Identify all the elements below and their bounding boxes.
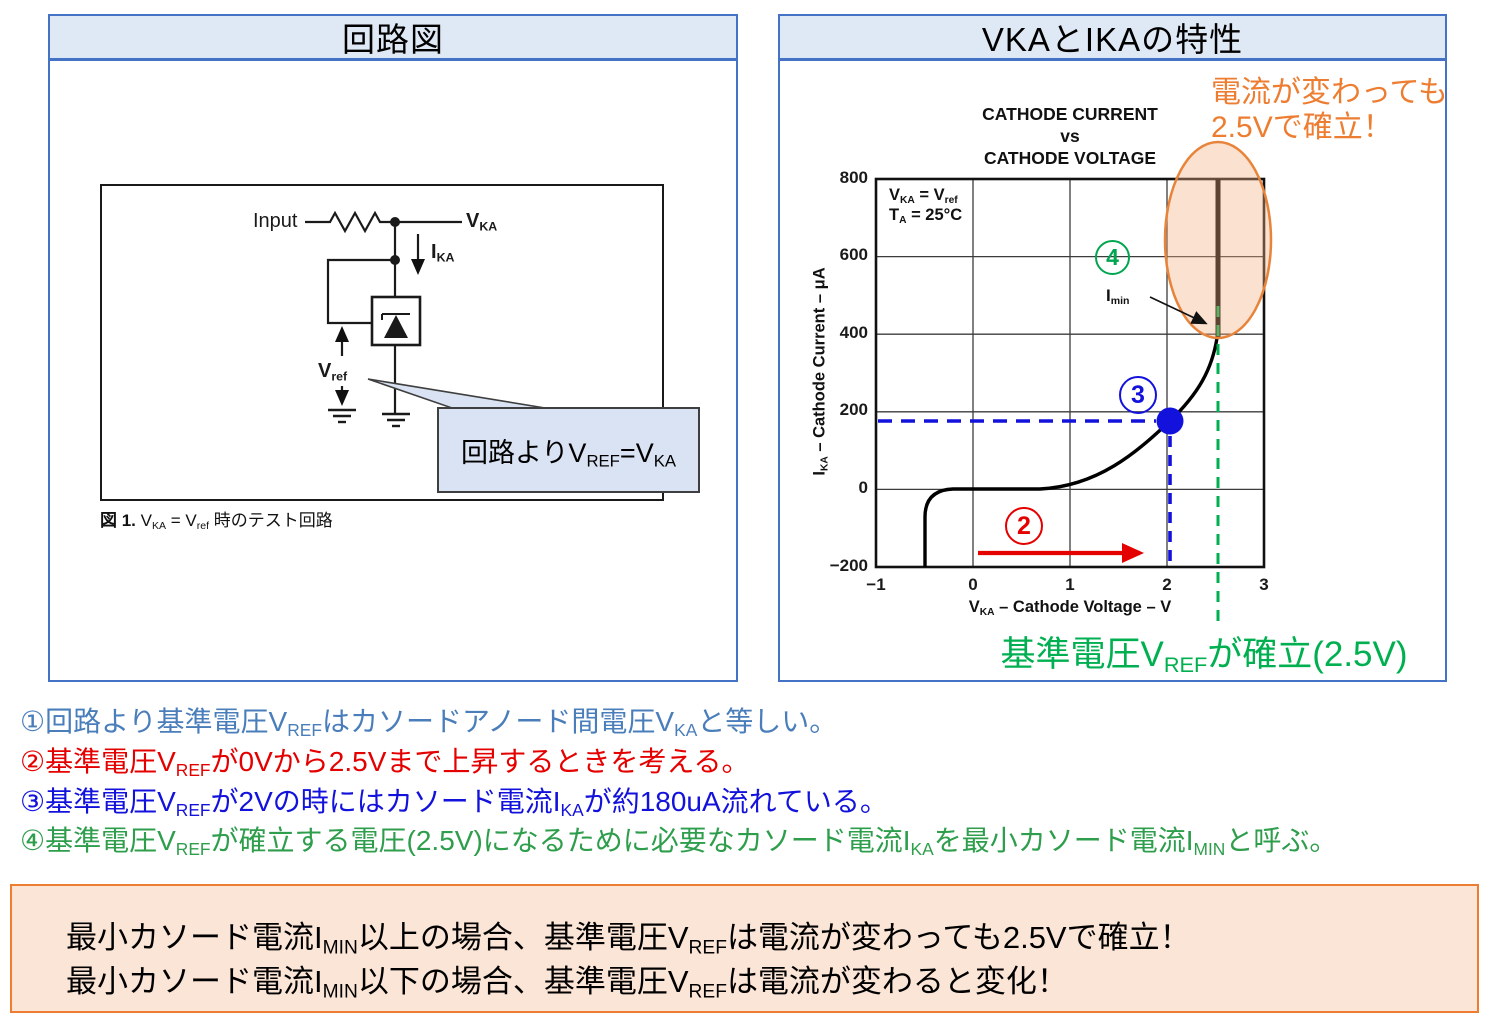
x-tick-0: 0	[968, 575, 978, 594]
zener-cathode-bar	[381, 313, 410, 320]
feedback-wire	[326, 258, 395, 325]
orange-annotation-line2: 2.5Vで確立！	[1211, 111, 1393, 144]
x-tick-2: 2	[1162, 575, 1172, 594]
y-tick-800: 800	[839, 168, 868, 187]
x-tick-1: 1	[1065, 575, 1075, 594]
plot-frame	[874, 177, 1266, 569]
summary-line-2: 最小カソード電流IMIN以下の場合、基準電圧VREFは電流が変わると変化！	[66, 964, 1068, 1003]
note-3: ③基準電圧VREFが2Vの時にはカソード電流IKAが約180uA流れている。	[20, 786, 888, 820]
condition-vka: VKA = Vref	[889, 186, 958, 206]
zener-triangle-icon	[384, 315, 408, 338]
y-tick-200: 200	[839, 400, 868, 419]
data-point-dot	[1156, 407, 1184, 435]
note-4: ④基準電圧VREFが確立する電圧(2.5V)になるために必要なカソード電流IKA…	[20, 825, 1338, 859]
vka-label: VKA	[466, 210, 498, 234]
circuit-panel-title: 回路図	[342, 21, 444, 58]
imin-label: Imin	[1106, 286, 1130, 307]
resistor-symbol	[305, 210, 462, 234]
graph-panel-header: VKAとIKAの特性	[780, 16, 1445, 61]
note-1: ①回路より基準電圧VREFはカソードアノード間電圧VKAと等しい。	[20, 706, 838, 740]
circuit-panel: 回路図	[48, 14, 738, 682]
summary-line-1: 最小カソード電流IMIN以上の場合、基準電圧VREFは電流が変わっても2.5Vで…	[66, 920, 1191, 959]
callout-box: 回路よりVREF=VKA	[437, 407, 700, 493]
step3-marker: 3	[1119, 376, 1157, 414]
x-axis-title: VKA – Cathode Voltage – V	[968, 598, 1172, 618]
x-tick-neg1: −1	[866, 575, 886, 594]
ground-icon	[328, 408, 356, 424]
step2-marker: 2	[1005, 507, 1043, 545]
ika-label: IKA	[431, 241, 455, 265]
step4-marker: 4	[1095, 240, 1130, 275]
circuit-panel-header: 回路図	[50, 16, 736, 61]
note-2: ②基準電圧VREFが0Vから2.5Vまで上昇するときを考える。	[20, 746, 750, 780]
y-tick-600: 600	[839, 245, 868, 264]
figure-frame	[100, 184, 664, 501]
plot-title-line3: CATHODE VOLTAGE	[983, 148, 1157, 168]
figure-caption: 図 1. VKA = Vref 時のテスト回路	[100, 506, 333, 531]
y-tick-400: 400	[839, 323, 868, 342]
graph-panel: VKAとIKAの特性	[778, 14, 1447, 682]
condition-ta: TA = 25°C	[889, 206, 963, 226]
green-caption: 基準電圧VREFが確立(2.5V)	[1000, 635, 1408, 678]
y-tick-0: 0	[858, 478, 868, 497]
imin-pointer-arrow	[1149, 296, 1208, 325]
iv-curve	[923, 337, 1219, 567]
y-tick-neg200: −200	[829, 556, 868, 575]
plot-title-line1: CATHODE CURRENT	[982, 104, 1158, 124]
characteristic-plot	[874, 140, 1273, 621]
vref-label: Vref	[318, 360, 348, 384]
y-axis-title: IKA – Cathode Current – μA	[810, 267, 831, 476]
orange-annotation: 電流が変わっても 2.5Vで確立！	[1211, 75, 1448, 145]
node-dot	[390, 217, 400, 227]
figure-caption-text: VKA = Vref 時のテスト回路	[135, 511, 333, 532]
summary-box: 最小カソード電流IMIN以上の場合、基準電圧VREFは電流が変わっても2.5Vで…	[10, 884, 1479, 1013]
plot-title-line2: vs	[1060, 126, 1080, 146]
figure-caption-number: 図 1.	[100, 511, 136, 530]
input-label: Input	[253, 210, 298, 232]
highlight-ellipse	[1163, 140, 1273, 340]
orange-annotation-line1: 電流が変わっても	[1211, 76, 1448, 109]
ground-icon	[382, 412, 410, 428]
graph-panel-title: VKAとIKAの特性	[981, 21, 1244, 58]
x-tick-3: 3	[1259, 575, 1269, 594]
callout-text: 回路よりVREF=VKA	[460, 437, 677, 471]
